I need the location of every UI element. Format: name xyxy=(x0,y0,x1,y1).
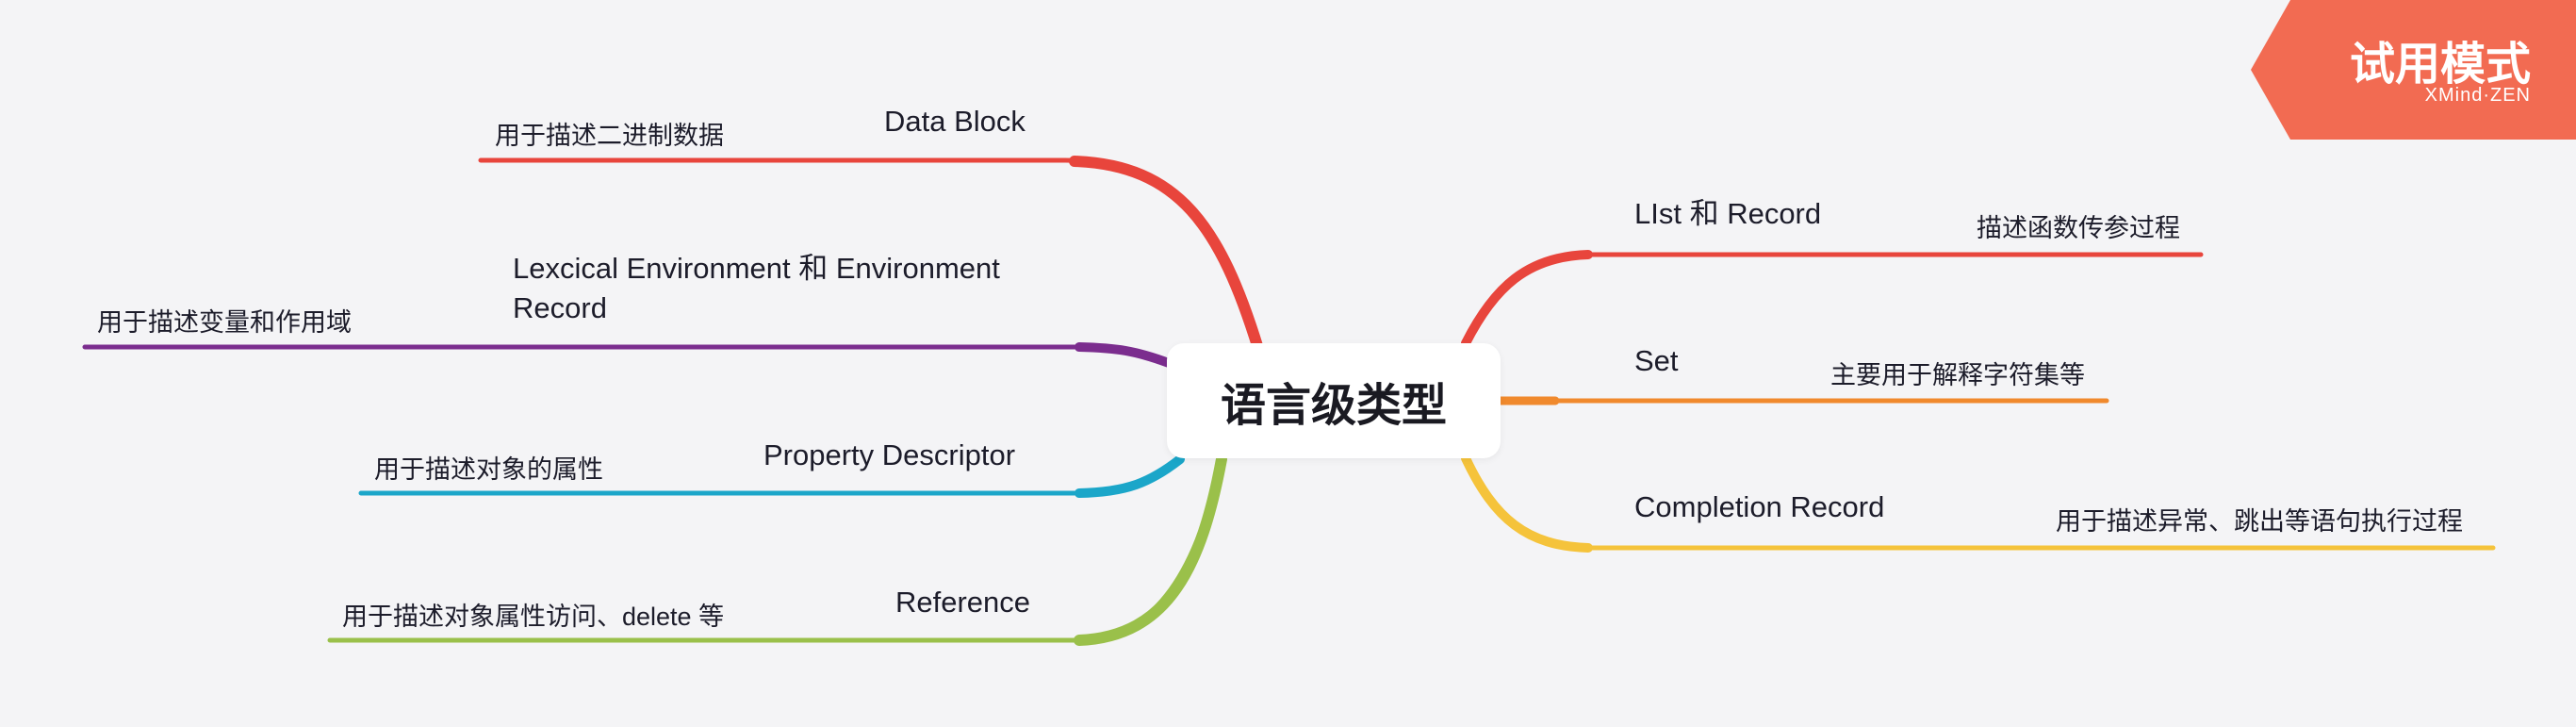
topic-data-block[interactable]: Data Block xyxy=(884,105,1025,138)
subtopic-list-desc[interactable]: 描述函数传参过程 xyxy=(1977,214,2180,242)
subtopic-property-desc[interactable]: 用于描述对象的属性 xyxy=(374,455,603,484)
trial-badge-shape xyxy=(2251,0,2576,140)
topic-reference[interactable]: Reference xyxy=(895,586,1031,619)
branch-left-lexical-connector xyxy=(82,342,1173,368)
topic-lexical-environment-line2[interactable]: Record xyxy=(513,291,607,324)
topic-set[interactable]: Set xyxy=(1634,344,1679,377)
topic-lexical-environment-line1[interactable]: Lexcical Environment 和 Environment xyxy=(513,252,1000,285)
trial-mode-title: 试用模式 xyxy=(2349,40,2531,90)
subtopic-set-desc[interactable]: 主要用于解释字符集等 xyxy=(1830,361,2085,389)
central-topic-label: 语言级类型 xyxy=(1220,381,1447,431)
subtopic-lexical-desc[interactable]: 用于描述变量和作用域 xyxy=(97,308,352,337)
subtopic-completion-desc[interactable]: 用于描述异常、跳出等语句执行过程 xyxy=(2056,507,2463,536)
topic-property-descriptor[interactable]: Property Descriptor xyxy=(763,438,1016,471)
trial-mode-badge[interactable]: 试用模式 XMind·ZEN xyxy=(2253,0,2576,140)
branch-left-property-connector xyxy=(358,454,1185,498)
subtopic-reference-desc[interactable]: 用于描述对象属性访问、delete 等 xyxy=(342,603,725,631)
branch-right-list-connector xyxy=(1461,250,2204,348)
topic-list-record[interactable]: LIst 和 Record xyxy=(1634,197,1822,230)
subtopic-data-block-desc[interactable]: 用于描述二进制数据 xyxy=(495,122,724,150)
trial-mode-subtitle: XMind·ZEN xyxy=(2424,85,2531,106)
branch-left-reference-connector xyxy=(327,454,1227,646)
central-topic[interactable]: 语言级类型 xyxy=(1167,343,1501,458)
branch-right-completion-connector xyxy=(1461,454,2496,553)
topic-completion-record[interactable]: Completion Record xyxy=(1634,490,1885,523)
branch-left-data-block-connector xyxy=(478,156,1264,355)
